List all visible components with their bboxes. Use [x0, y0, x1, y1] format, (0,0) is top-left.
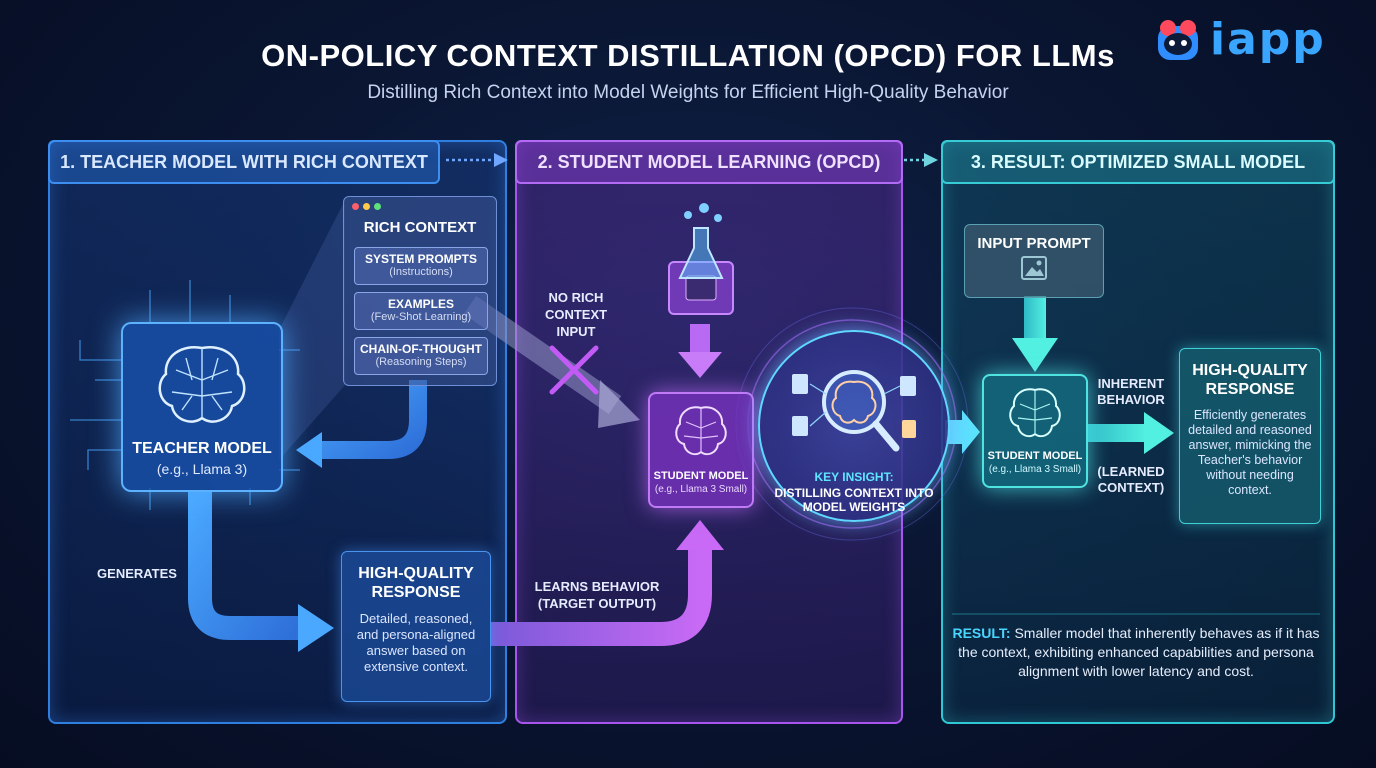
- optimized-response-card: HIGH-QUALITY RESPONSE Efficiently genera…: [1179, 348, 1321, 524]
- teacher-panel-title: 1. TEACHER MODEL WITH RICH CONTEXT: [48, 140, 440, 184]
- no-rich-context-label: NO RICH CONTEXT INPUT: [544, 290, 608, 339]
- logo-text: iapp: [1210, 14, 1326, 65]
- rich-context-item-label: CHAIN-OF-THOUGHT: [360, 342, 482, 356]
- teacher-response-title: HIGH-QUALITY RESPONSE: [358, 565, 474, 601]
- optimized-student-model-label: STUDENT MODEL: [987, 450, 1083, 462]
- key-insight-title: KEY INSIGHT:: [814, 470, 894, 484]
- optimized-response-body: Efficiently generates detailed and reaso…: [1188, 408, 1312, 497]
- page-subtitle: Distilling Rich Context into Model Weigh…: [367, 82, 1009, 103]
- rich-context-item-chain-of-thought: CHAIN-OF-THOUGHT (Reasoning Steps): [354, 337, 488, 375]
- rich-context-item-sub: (Reasoning Steps): [375, 356, 467, 368]
- page-title: ON-POLICY CONTEXT DISTILLATION (OPCD) FO…: [261, 38, 1115, 73]
- logo-mascot-icon: [1158, 20, 1198, 60]
- rich-context-item-examples: EXAMPLES (Few-Shot Learning): [354, 292, 488, 330]
- teacher-response-body: Detailed, reasoned, and persona-aligned …: [356, 611, 476, 674]
- teacher-model-example: (e.g., Llama 3): [156, 461, 248, 477]
- student-panel-title: 2. STUDENT MODEL LEARNING (OPCD): [515, 140, 903, 184]
- iapp-logo: iapp: [1156, 14, 1356, 65]
- brain-icon: [1009, 388, 1061, 438]
- rich-context-item-sub: (Few-Shot Learning): [370, 311, 472, 323]
- generates-label: GENERATES: [97, 566, 177, 581]
- rich-context-item-system-prompts: SYSTEM PROMPTS (Instructions): [354, 247, 488, 285]
- result-panel-title: 3. RESULT: OPTIMIZED SMALL MODEL: [941, 140, 1335, 184]
- optimized-student-model-card: STUDENT MODEL (e.g., Llama 3 Small): [982, 374, 1088, 488]
- blocked-x-icon: [549, 345, 599, 395]
- image-icon: [1021, 256, 1047, 280]
- result-text: Smaller model that inherently behaves as…: [958, 625, 1320, 679]
- learned-context-label: (LEARNED CONTEXT): [1097, 464, 1165, 495]
- learns-behavior-label: LEARNS BEHAVIOR (TARGET OUTPUT): [534, 579, 660, 611]
- panel-arrow-2-icon: [904, 153, 938, 167]
- optimized-response-title: HIGH-QUALITY RESPONSE: [1192, 362, 1308, 398]
- optimized-student-model-example: (e.g., Llama 3 Small): [988, 464, 1082, 475]
- key-insight-body: DISTILLING CONTEXT INTO MODEL WEIGHTS: [774, 486, 934, 514]
- rich-context-item-label: SYSTEM PROMPTS: [364, 252, 477, 266]
- window-dot-green: [374, 203, 381, 210]
- brain-icon: [158, 345, 246, 423]
- input-prompt-label: INPUT PROMPT: [977, 235, 1091, 252]
- student-model-label: STUDENT MODEL: [653, 470, 749, 482]
- result-summary: RESULT: Smaller model that inherently be…: [952, 624, 1320, 694]
- key-insight-circle: KEY INSIGHT: DISTILLING CONTEXT INTO MOD…: [758, 330, 950, 522]
- inherent-behavior-label: INHERENT BEHAVIOR: [1097, 376, 1165, 407]
- result-key-label: RESULT:: [952, 625, 1011, 641]
- teacher-model-card: TEACHER MODEL (e.g., Llama 3): [121, 322, 283, 492]
- rich-context-item-label: EXAMPLES: [387, 297, 454, 311]
- teacher-response-card: HIGH-QUALITY RESPONSE Detailed, reasoned…: [341, 551, 491, 702]
- flask-chip-icon: [668, 203, 734, 315]
- teacher-model-label: TEACHER MODEL: [132, 440, 272, 457]
- rich-context-window: RICH CONTEXT SYSTEM PROMPTS (Instruction…: [343, 196, 497, 386]
- input-prompt-card: INPUT PROMPT: [964, 224, 1104, 298]
- magnifier-brain-icon: [792, 370, 916, 452]
- window-dot-red: [352, 203, 359, 210]
- brain-icon: [675, 406, 727, 456]
- panel-arrow-1-icon: [446, 153, 508, 167]
- rich-context-item-sub: (Instructions): [389, 266, 453, 278]
- student-model-card: STUDENT MODEL (e.g., Llama 3 Small): [648, 392, 754, 508]
- window-dot-yellow: [363, 203, 370, 210]
- rich-context-title: RICH CONTEXT: [363, 219, 477, 236]
- student-model-example: (e.g., Llama 3 Small): [654, 484, 748, 495]
